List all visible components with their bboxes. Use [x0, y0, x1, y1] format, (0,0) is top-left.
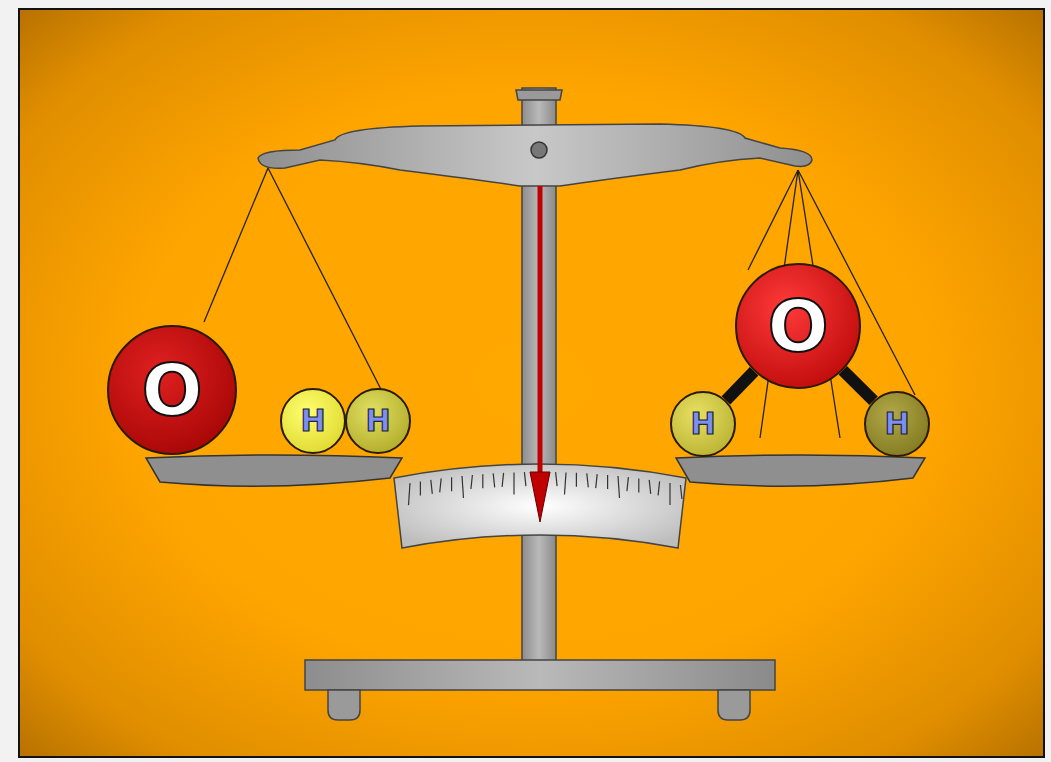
dial-tick [658, 481, 660, 495]
pointer-needle [538, 186, 543, 500]
oxygen-atom: O [107, 325, 237, 455]
atom-symbol: O [767, 290, 828, 362]
dial-tick [649, 480, 651, 494]
dial-tick [638, 478, 639, 492]
hydrogen-atom: H [864, 391, 930, 457]
left-pan [146, 455, 402, 486]
base-foot [718, 690, 750, 720]
atom-symbol: H [300, 406, 325, 436]
dial-tick [451, 477, 452, 491]
dial-tick [587, 473, 589, 487]
bond-line [843, 370, 874, 400]
hydrogen-atom: H [670, 391, 736, 457]
atom-symbol: H [365, 406, 390, 436]
bond-line [726, 371, 754, 400]
right-pan [676, 455, 925, 486]
dial-tick [618, 476, 620, 498]
dial-tick [576, 473, 577, 487]
scale-beam [258, 124, 812, 186]
dial-tick [482, 474, 483, 488]
dial-tick [420, 481, 421, 495]
dial-tick [471, 475, 473, 489]
base-foot [328, 690, 360, 720]
dial-tick [680, 485, 682, 499]
scale-dial [394, 464, 686, 548]
hydrogen-atom: H [280, 388, 346, 454]
dial-tick [565, 472, 567, 494]
dial-tick [556, 472, 558, 486]
dial-tick [409, 483, 411, 505]
dial-tick [431, 480, 433, 494]
dial-tick [607, 475, 608, 489]
pointer-head [530, 472, 550, 522]
dial-tick [462, 476, 464, 498]
beam-pivot [531, 142, 547, 158]
dial-tick [502, 473, 504, 487]
scale-base [305, 660, 775, 690]
hydrogen-atom: H [345, 388, 411, 454]
dial-tick [669, 483, 670, 505]
atom-symbol: H [690, 409, 715, 439]
oxygen-atom: O [735, 263, 861, 389]
dial-tick [493, 473, 495, 487]
chemical-bond [843, 370, 874, 400]
dial-tick [524, 472, 526, 486]
pole-top [516, 90, 562, 100]
atom-symbol: H [884, 409, 909, 439]
dial-tick [596, 474, 598, 488]
atom-symbol: O [141, 354, 202, 426]
dial-tick [513, 472, 514, 494]
dial-tick [627, 477, 629, 491]
chemical-bond [726, 371, 754, 400]
dial-tick [440, 478, 442, 492]
